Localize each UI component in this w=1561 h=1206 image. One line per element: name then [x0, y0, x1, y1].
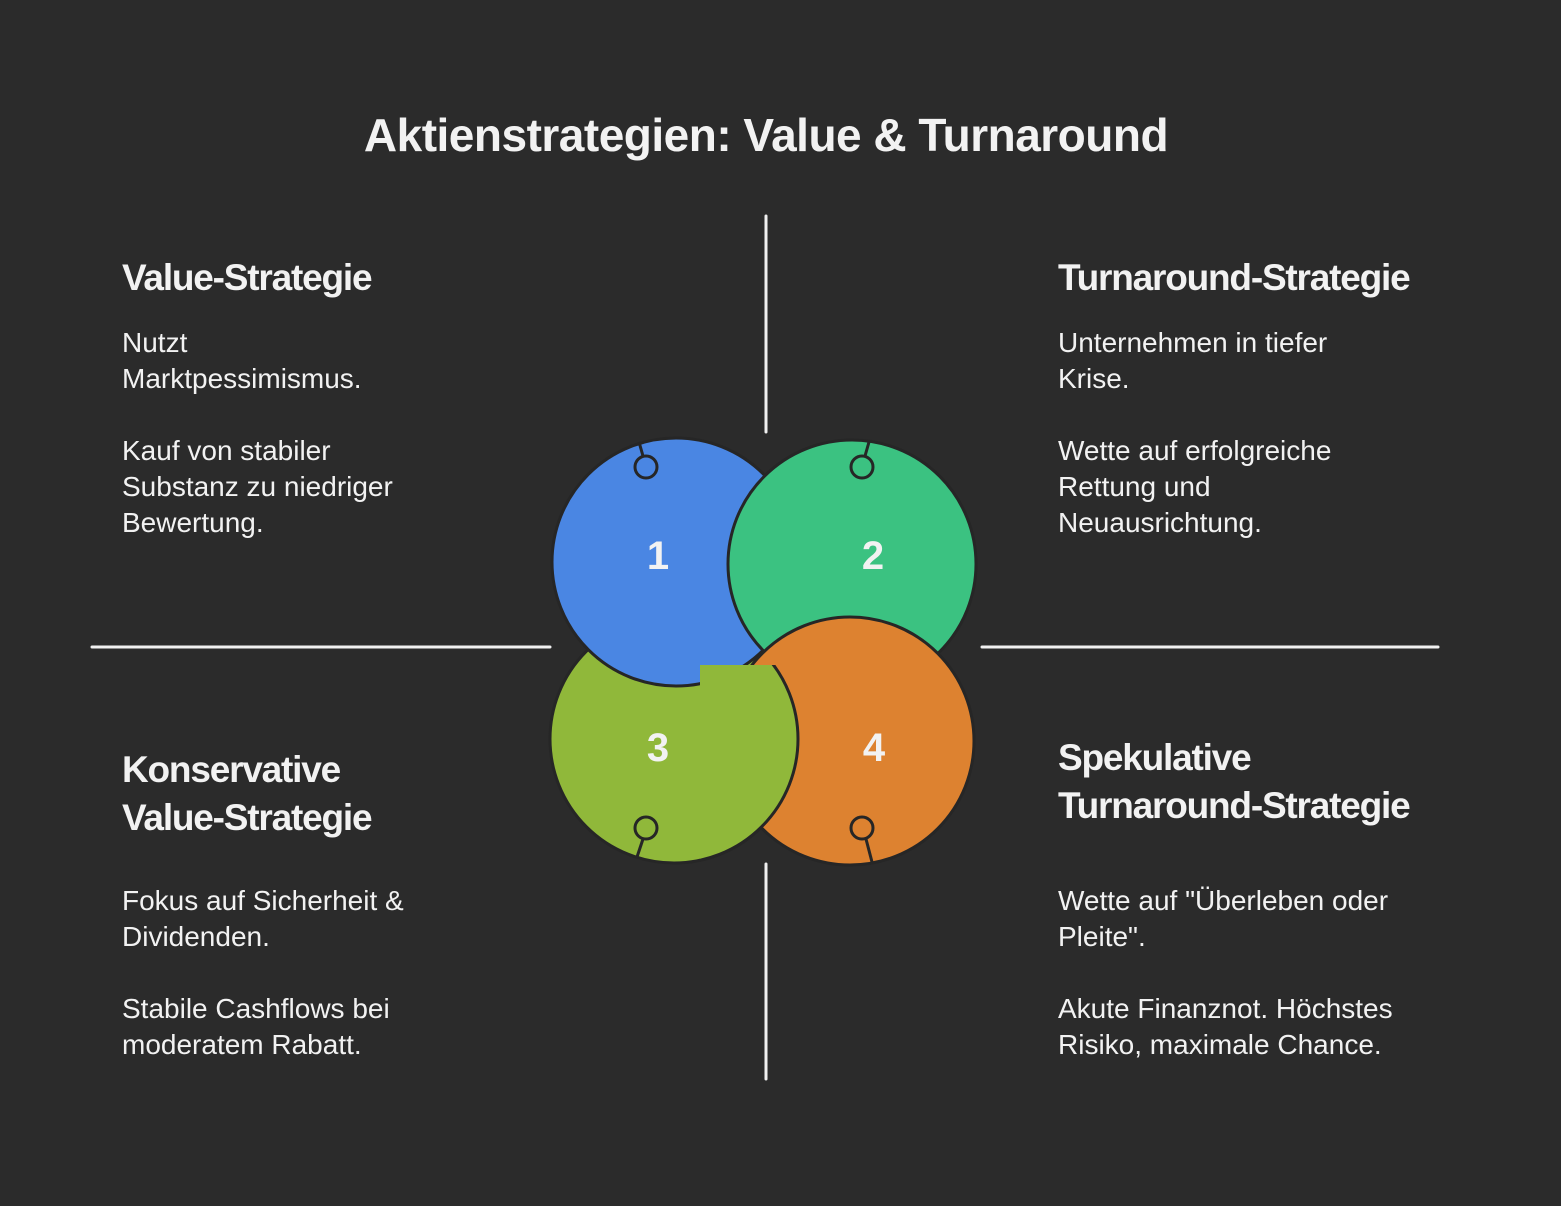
speculative-text-1: Wette auf "Überleben oder Pleite".	[1058, 885, 1389, 952]
turnaround-heading: Turnaround-Strategie	[1058, 257, 1411, 298]
speculative-heading: Spekulative Turnaround-Strategie	[1058, 737, 1411, 826]
value-text-1: Nutzt Marktpessimismus.	[122, 327, 362, 394]
turnaround-text-2: Wette auf erfolgreiche Rettung und Neuau…	[1058, 435, 1332, 538]
speculative-text-2: Akute Finanznot. Höchstes Risiko, maxima…	[1058, 993, 1393, 1060]
conservative-text-2: Stabile Cashflows bei moderatem Rabatt.	[122, 993, 390, 1060]
circle-3-overlap	[700, 665, 800, 862]
circle-1-number: 1	[647, 534, 669, 578]
connector-4-icon	[849, 815, 875, 841]
value-heading: Value-Strategie	[122, 257, 373, 298]
connector-3-icon	[633, 815, 659, 841]
value-text-2: Kauf von stabiler Substanz zu niedriger …	[122, 435, 393, 538]
turnaround-text-1: Unternehmen in tiefer Krise.	[1058, 327, 1328, 394]
conservative-text-1: Fokus auf Sicherheit & Dividenden.	[122, 885, 404, 952]
conservative-heading: Konservative Value-Strategie	[122, 749, 373, 838]
connector-2-icon	[849, 454, 875, 480]
diagram-title: Aktienstrategien: Value & Turnaround	[363, 109, 1169, 161]
connector-1-icon	[633, 454, 659, 480]
circle-2-number: 2	[862, 534, 884, 578]
circle-3-number: 3	[647, 726, 669, 770]
circle-4-number: 4	[863, 726, 886, 770]
